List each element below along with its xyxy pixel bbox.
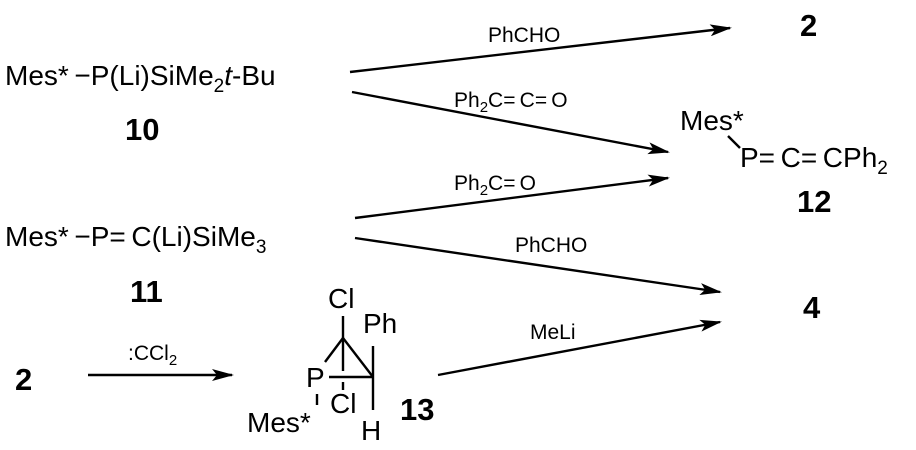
compound-12-number: 12 [797, 184, 831, 219]
reagent-diphenylketene: Ph2C= C= O [454, 89, 568, 116]
bond-c-p [324, 337, 344, 363]
reagent-meli: MeLi [530, 321, 576, 344]
compound-13-number: 13 [400, 392, 434, 427]
compound-12-mes: Mes* [680, 105, 744, 136]
compound-12-formula: P= C= CPh2 [740, 142, 888, 179]
atom-p: P [306, 362, 325, 393]
compound-4: 4 [803, 290, 821, 325]
arrow-10-to-2 [349, 24, 732, 74]
bond-c-c [342, 337, 374, 378]
arrow-13-to-4 [437, 319, 722, 377]
reagent-phcho-1: PhCHO [488, 24, 560, 47]
compound-2-top: 2 [800, 8, 817, 43]
atom-ph: Ph [363, 308, 397, 339]
arrow-10-to-12 [351, 90, 670, 155]
reagent-phcho-2: PhCHO [515, 234, 587, 257]
compound-10-formula: Mes* −P(Li)SiMe2t-Bu [5, 60, 276, 97]
atom-cl-top: Cl [328, 283, 354, 314]
compound-11-number: 11 [130, 274, 163, 309]
compound-11-formula: Mes* −P= C(Li)SiMe3 [5, 221, 266, 258]
reagent-dichlorocarbene: :CCl2 [128, 342, 177, 369]
arrow-11-to-12 [354, 174, 670, 220]
compound-10-number: 10 [125, 112, 159, 147]
atom-h: H [361, 415, 381, 446]
bond-mes-p [727, 135, 741, 149]
atom-cl-bottom: Cl [330, 388, 356, 419]
compound-13-structure: Cl Ph P Cl H Mes* 13 [247, 283, 434, 446]
atom-mes: Mes* [247, 407, 311, 438]
arrow-11-to-4 [354, 236, 722, 296]
compound-2-bottom: 2 [15, 362, 32, 397]
reagent-benzophenone: Ph2C= O [454, 172, 536, 199]
